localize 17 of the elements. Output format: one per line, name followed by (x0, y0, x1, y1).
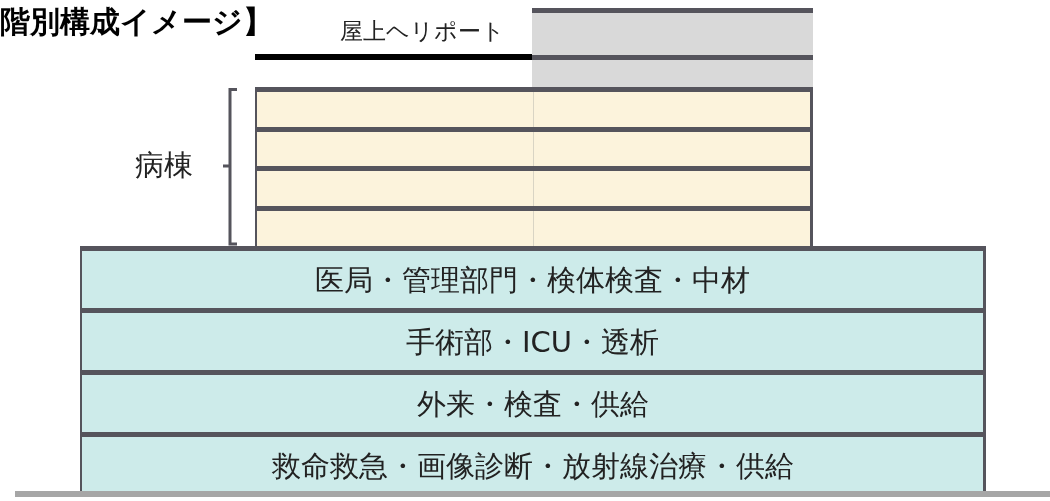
ward-floor (255, 87, 813, 127)
rooftop-floor (532, 8, 813, 55)
ward-floor (255, 127, 813, 166)
heliport-label: 屋上ヘリポート (340, 20, 505, 43)
floor-label: 手術部・ICU・透析 (406, 323, 659, 361)
podium-floor (80, 246, 986, 308)
ward-label: 病棟 (135, 151, 193, 180)
podium-floor (80, 432, 986, 494)
floor-label: 救命救急・画像診断・放射線治療・供給 (271, 447, 794, 485)
podium-floor (80, 308, 986, 370)
ward-floor (255, 206, 813, 246)
rooftop-floor (532, 55, 813, 88)
podium-floor (80, 370, 986, 432)
diagram-title: 階別構成イメージ】 (0, 3, 273, 41)
floor-label: 外来・検査・供給 (416, 385, 649, 423)
ward-floor (255, 166, 813, 206)
floor-label: 医局・管理部門・検体検査・中材 (315, 261, 750, 299)
